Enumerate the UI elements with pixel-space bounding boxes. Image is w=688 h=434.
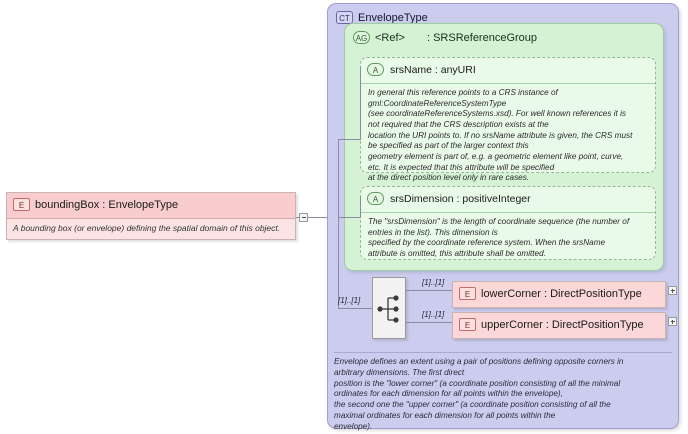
connector-attr-branch-top-v (360, 66, 361, 140)
element-boundingBox-title: boundingBox : EnvelopeType (35, 198, 179, 211)
lowercorner-cardinality: [1]..[1] (422, 278, 445, 287)
attribute-group-icon: AG (353, 31, 370, 45)
doc-line: geometry element is part of, e.g. a geom… (368, 151, 624, 161)
doc-line: envelope). (334, 421, 373, 431)
element-icon: E (459, 287, 476, 301)
doc-line: The "srsDimension" is the length of coor… (368, 217, 630, 226)
doc-line: entries in the list). This dimension is (368, 227, 498, 237)
connector-to-lowercorner (406, 290, 452, 291)
element-lowerCorner-title: lowerCorner : DirectPositionType (481, 287, 642, 300)
upperCorner-expand-toggle[interactable] (668, 317, 677, 326)
doc-line: In general this reference points to a CR… (368, 88, 558, 97)
attribute-icon: A (367, 192, 384, 206)
connector-to-uppercorner (406, 322, 452, 323)
attribute-srsDimension-title: srsDimension : positiveInteger (390, 192, 531, 205)
doc-line: at the direct position level only in rar… (368, 173, 530, 183)
sequence-compositor[interactable] (372, 277, 406, 339)
compositor-cardinality: [1]..[1] (338, 296, 361, 305)
attribute-group-header: AG <Ref> : SRSReferenceGroup (345, 24, 663, 47)
element-icon: E (13, 198, 30, 212)
lowerCorner-expand-toggle[interactable] (668, 286, 677, 295)
doc-line: not required that the CRS description ex… (368, 119, 549, 129)
attribute-srsDimension-documentation: The "srsDimension" is the length of coor… (361, 213, 655, 265)
attribute-group-title: : SRSReferenceGroup (426, 31, 538, 44)
doc-line: gml:CoordinateReferenceSystemType (368, 98, 507, 108)
sequence-icon (377, 295, 399, 323)
doc-line: Envelope defines an extent using a pair … (334, 357, 624, 366)
connector-attr-branch-bottom-v (360, 196, 361, 218)
complex-type-title: EnvelopeType (358, 11, 428, 24)
connector-boundingbox-to-type-2 (308, 217, 338, 218)
doc-line: attribute is omitted, this attribute sha… (368, 248, 546, 258)
doc-line: maximal ordinates for each dimension for… (334, 411, 556, 421)
connector-compositor-trunk (338, 217, 339, 308)
connector-boundingbox-to-type (296, 217, 300, 218)
attribute-group-ref-label: <Ref> (375, 31, 405, 44)
attribute-srsName-title: srsName : anyURI (390, 63, 476, 76)
uppercorner-cardinality: [1]..[1] (422, 310, 445, 319)
doc-line: the second one the "upper corner" (a coo… (334, 400, 611, 410)
doc-line: location the URI points to. If no srsNam… (368, 130, 633, 140)
attribute-srsName-documentation: In general this reference points to a CR… (361, 84, 655, 189)
doc-line: be specified as part of the larger conte… (368, 141, 529, 151)
attribute-icon: A (367, 63, 384, 77)
complex-type-icon: CT (336, 11, 353, 25)
doc-line: specified by the coordinate reference sy… (368, 238, 606, 248)
doc-line: arbitrary dimensions. The first direct (334, 367, 465, 377)
complex-type-header: CT EnvelopeType (328, 4, 678, 27)
connector-compositor-in (338, 308, 372, 309)
doc-line: etc. It is expected that this attribute … (368, 162, 555, 172)
doc-line: position is the "lower corner" (a coordi… (334, 378, 621, 388)
doc-line: (see coordinateReferenceSystems.xsd). Fo… (368, 109, 627, 119)
connector-attr-trunk (338, 139, 339, 217)
connector-attr-branch-top (338, 139, 360, 140)
complex-type-documentation: Envelope defines an extent using a pair … (334, 352, 672, 433)
connector-attr-branch-bottom (338, 217, 360, 218)
element-icon: E (459, 318, 476, 332)
element-upperCorner-title: upperCorner : DirectPositionType (481, 318, 644, 331)
doc-line: ordinates for each dimension for all poi… (334, 389, 563, 399)
boundingBox-collapse-toggle[interactable] (299, 213, 308, 222)
element-boundingBox-documentation: A bounding box (or envelope) defining th… (7, 219, 295, 239)
